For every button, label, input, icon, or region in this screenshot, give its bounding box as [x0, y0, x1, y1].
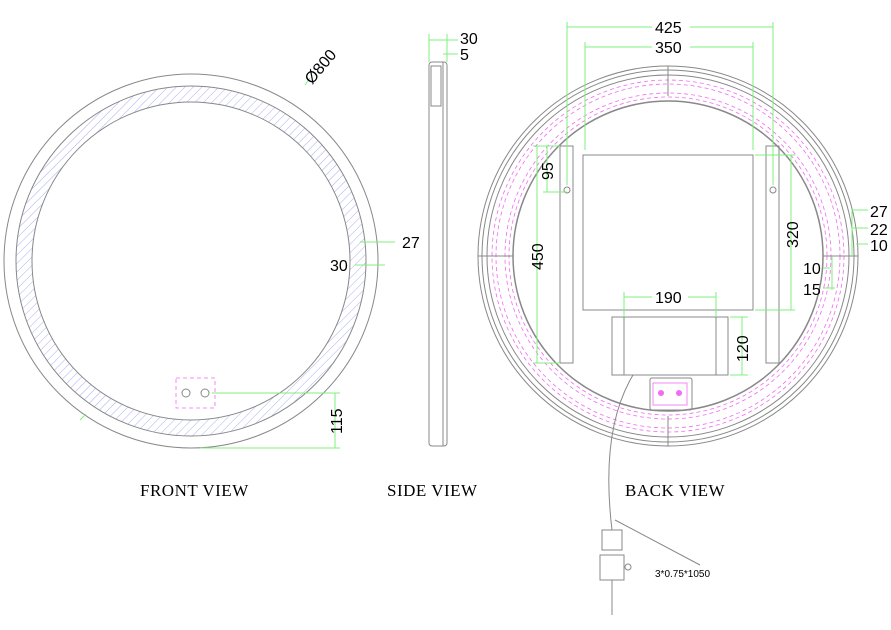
plug-body — [601, 529, 623, 551]
dim-10-inner: 10 — [803, 261, 821, 278]
power-cable — [608, 374, 634, 531]
dim-10-back: 10 — [870, 238, 888, 255]
led-driver — [611, 316, 729, 376]
side-bracket — [430, 65, 442, 107]
side-view-label: SIDE VIEW — [387, 481, 478, 500]
back-box — [582, 154, 754, 311]
dim-450: 450 — [530, 243, 547, 270]
dim-320: 320 — [785, 221, 802, 248]
back-view-label: BACK VIEW — [625, 481, 725, 500]
dim-27-front: 27 — [402, 235, 420, 252]
dim-22-back: 22 — [870, 222, 888, 239]
dim-115: 115 — [329, 408, 346, 434]
led-ring-inner — [31, 101, 351, 421]
back-view: 3*0.75*1050 425 350 450 95 320 190 120 2… — [477, 20, 888, 615]
dim-120: 120 — [735, 335, 752, 362]
dim-30-side: 30 — [460, 31, 478, 48]
touch-switch-area — [175, 377, 216, 409]
dim-27-back: 27 — [870, 204, 888, 221]
switch-button-icon — [181, 388, 191, 398]
dim-95: 95 — [540, 162, 557, 180]
dim-15-inner: 15 — [803, 282, 821, 299]
side-view: 30 5 — [428, 31, 478, 447]
dimmer-button-icon — [200, 388, 210, 398]
dim-350: 350 — [655, 40, 682, 57]
cable-spec-label: 3*0.75*1050 — [655, 569, 710, 580]
front-view-label: FRONT VIEW — [140, 481, 249, 500]
connector-pin-icon — [676, 390, 682, 396]
dim-425: 425 — [655, 20, 682, 37]
dim-30-front: 30 — [330, 258, 348, 275]
led-ring-outer — [15, 85, 367, 437]
dim-5-side: 5 — [460, 47, 469, 64]
connector-pin-icon — [658, 390, 664, 396]
dim-190: 190 — [655, 290, 682, 307]
keyhole-left-icon — [563, 186, 571, 194]
side-profile — [428, 61, 448, 447]
connector-housing — [649, 377, 693, 411]
keyhole-right-icon — [769, 186, 777, 194]
